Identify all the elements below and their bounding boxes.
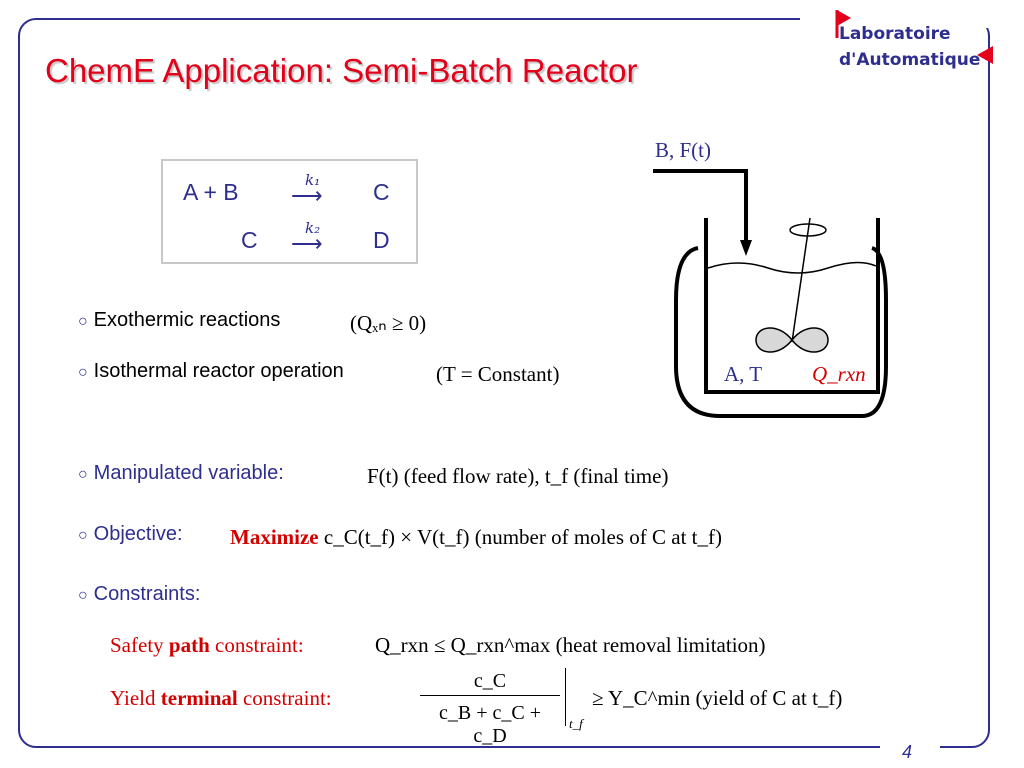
feed-arrow-icon bbox=[740, 240, 752, 256]
bullet-exothermic: ○Exothermic reactions bbox=[78, 309, 281, 331]
isothermal-condition: (T = Constant) bbox=[436, 362, 560, 386]
reaction-scheme: A + B k₁ ⟶ C C k₂ ⟶ D bbox=[161, 159, 418, 264]
reactor-content-label: A, T bbox=[724, 362, 763, 386]
yield-numerator: c_C bbox=[420, 670, 560, 696]
feed-label: B, F(t) bbox=[655, 138, 712, 162]
liquid-surface bbox=[707, 261, 877, 274]
logo-flag-icon bbox=[835, 10, 993, 64]
impeller-blade-icon bbox=[791, 327, 829, 353]
page-number: 4 bbox=[902, 742, 913, 762]
objective-expression: Maximize c_C(t_f) × V(t_f) (number of mo… bbox=[230, 525, 722, 549]
cooling-jacket bbox=[674, 246, 888, 418]
yield-constraint-rhs: ≥ Y_C^min (yield of C at t_f) bbox=[592, 686, 843, 710]
yield-constraint-label: Yield terminal constraint: bbox=[110, 686, 332, 710]
logo-line-2: d'Automatique bbox=[839, 50, 981, 70]
reaction-1-product: C bbox=[373, 179, 390, 205]
vessel-wall bbox=[704, 218, 880, 394]
reaction-2-reactant: C bbox=[241, 227, 258, 253]
bullet-constraints: ○Constraints: bbox=[78, 583, 201, 605]
reaction-arrow-1: ⟶ bbox=[291, 183, 323, 208]
safety-constraint-expression: Q_rxn ≤ Q_rxn^max (heat removal limitati… bbox=[375, 633, 766, 657]
frame-gap bbox=[800, 10, 1000, 28]
safety-constraint-label: Safety path constraint: bbox=[110, 633, 304, 657]
rate-constant-k2: k₂ bbox=[305, 219, 321, 237]
agitator-shaft bbox=[791, 217, 811, 343]
yield-eval-subscript: t_f bbox=[569, 716, 583, 731]
frame-gap bbox=[880, 738, 940, 762]
bullet-isothermal: ○Isothermal reactor operation bbox=[78, 360, 344, 382]
reactor-diagram bbox=[653, 169, 888, 418]
yield-denominator: c_B + c_C + c_D bbox=[439, 702, 541, 747]
manipulated-variables: F(t) (feed flow rate), t_f (final time) bbox=[367, 464, 669, 488]
exothermic-condition: (Qₓₙ ≥ 0) bbox=[350, 311, 427, 335]
bullet-manipulated: ○Manipulated variable: bbox=[78, 462, 284, 484]
evaluation-bar bbox=[565, 668, 566, 726]
logo-line-1: Laboratoire bbox=[839, 24, 951, 44]
rate-constant-k1: k₁ bbox=[305, 171, 321, 189]
reaction-arrow-2: ⟶ bbox=[291, 231, 323, 256]
rotation-icon bbox=[789, 223, 827, 237]
slide-title: ChemE Application: Semi-Batch Reactor bbox=[45, 52, 638, 89]
reaction-2-product: D bbox=[373, 227, 390, 253]
bullet-objective: ○Objective: bbox=[78, 523, 183, 545]
reaction-1-reactants: A + B bbox=[183, 179, 239, 205]
slide-frame bbox=[18, 18, 990, 748]
lab-logo: Laboratoire d'Automatique bbox=[815, 8, 1015, 78]
feed-pipe bbox=[653, 169, 748, 244]
impeller-blade-icon bbox=[755, 327, 793, 353]
heat-label: Q_rxn bbox=[812, 362, 866, 386]
